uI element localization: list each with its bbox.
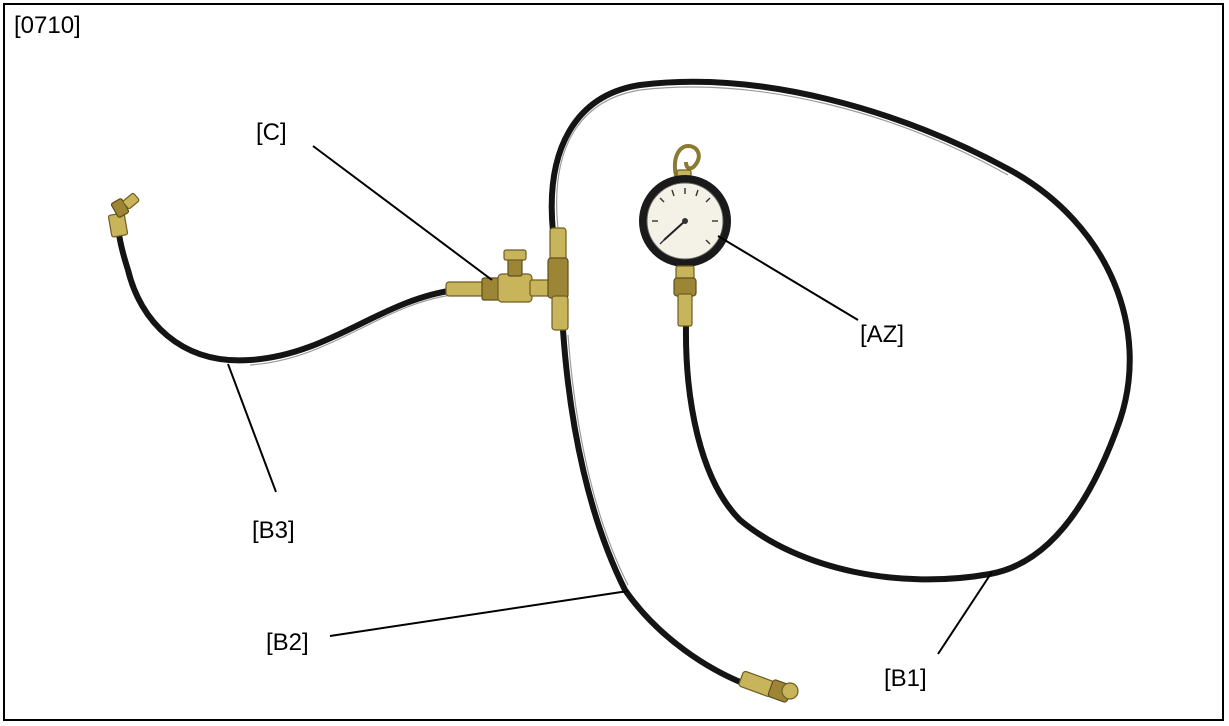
callout-b3: [B3] xyxy=(252,517,295,544)
callout-b1: [B1] xyxy=(884,665,927,692)
figure-frame xyxy=(3,3,1224,721)
figure-id: [0710] xyxy=(14,12,81,39)
leader-b1 xyxy=(937,571,993,655)
leader-b3 xyxy=(227,363,277,493)
hose-b3-highlight xyxy=(249,294,453,366)
callout-az: [AZ] xyxy=(860,321,904,348)
hose-b3 xyxy=(115,219,458,364)
hose-b2-highlight xyxy=(567,334,629,586)
callout-b2: [B2] xyxy=(266,629,309,656)
leader-az xyxy=(717,235,859,321)
gauge-hook xyxy=(673,143,701,177)
hose-b1-highlight xyxy=(556,86,1009,229)
gauge-needle xyxy=(663,220,686,241)
hose-b1 xyxy=(548,78,1133,583)
leader-c xyxy=(312,145,493,281)
leader-b2 xyxy=(329,590,629,637)
hose-b2 xyxy=(560,327,748,687)
valve-c-assembly xyxy=(445,249,553,303)
pressure-gauge-az xyxy=(639,143,731,327)
b3-end-fitting xyxy=(107,192,140,238)
callout-c: [C] xyxy=(256,119,287,146)
tee-fitting xyxy=(547,227,569,331)
b2-end-fitting xyxy=(738,670,799,703)
